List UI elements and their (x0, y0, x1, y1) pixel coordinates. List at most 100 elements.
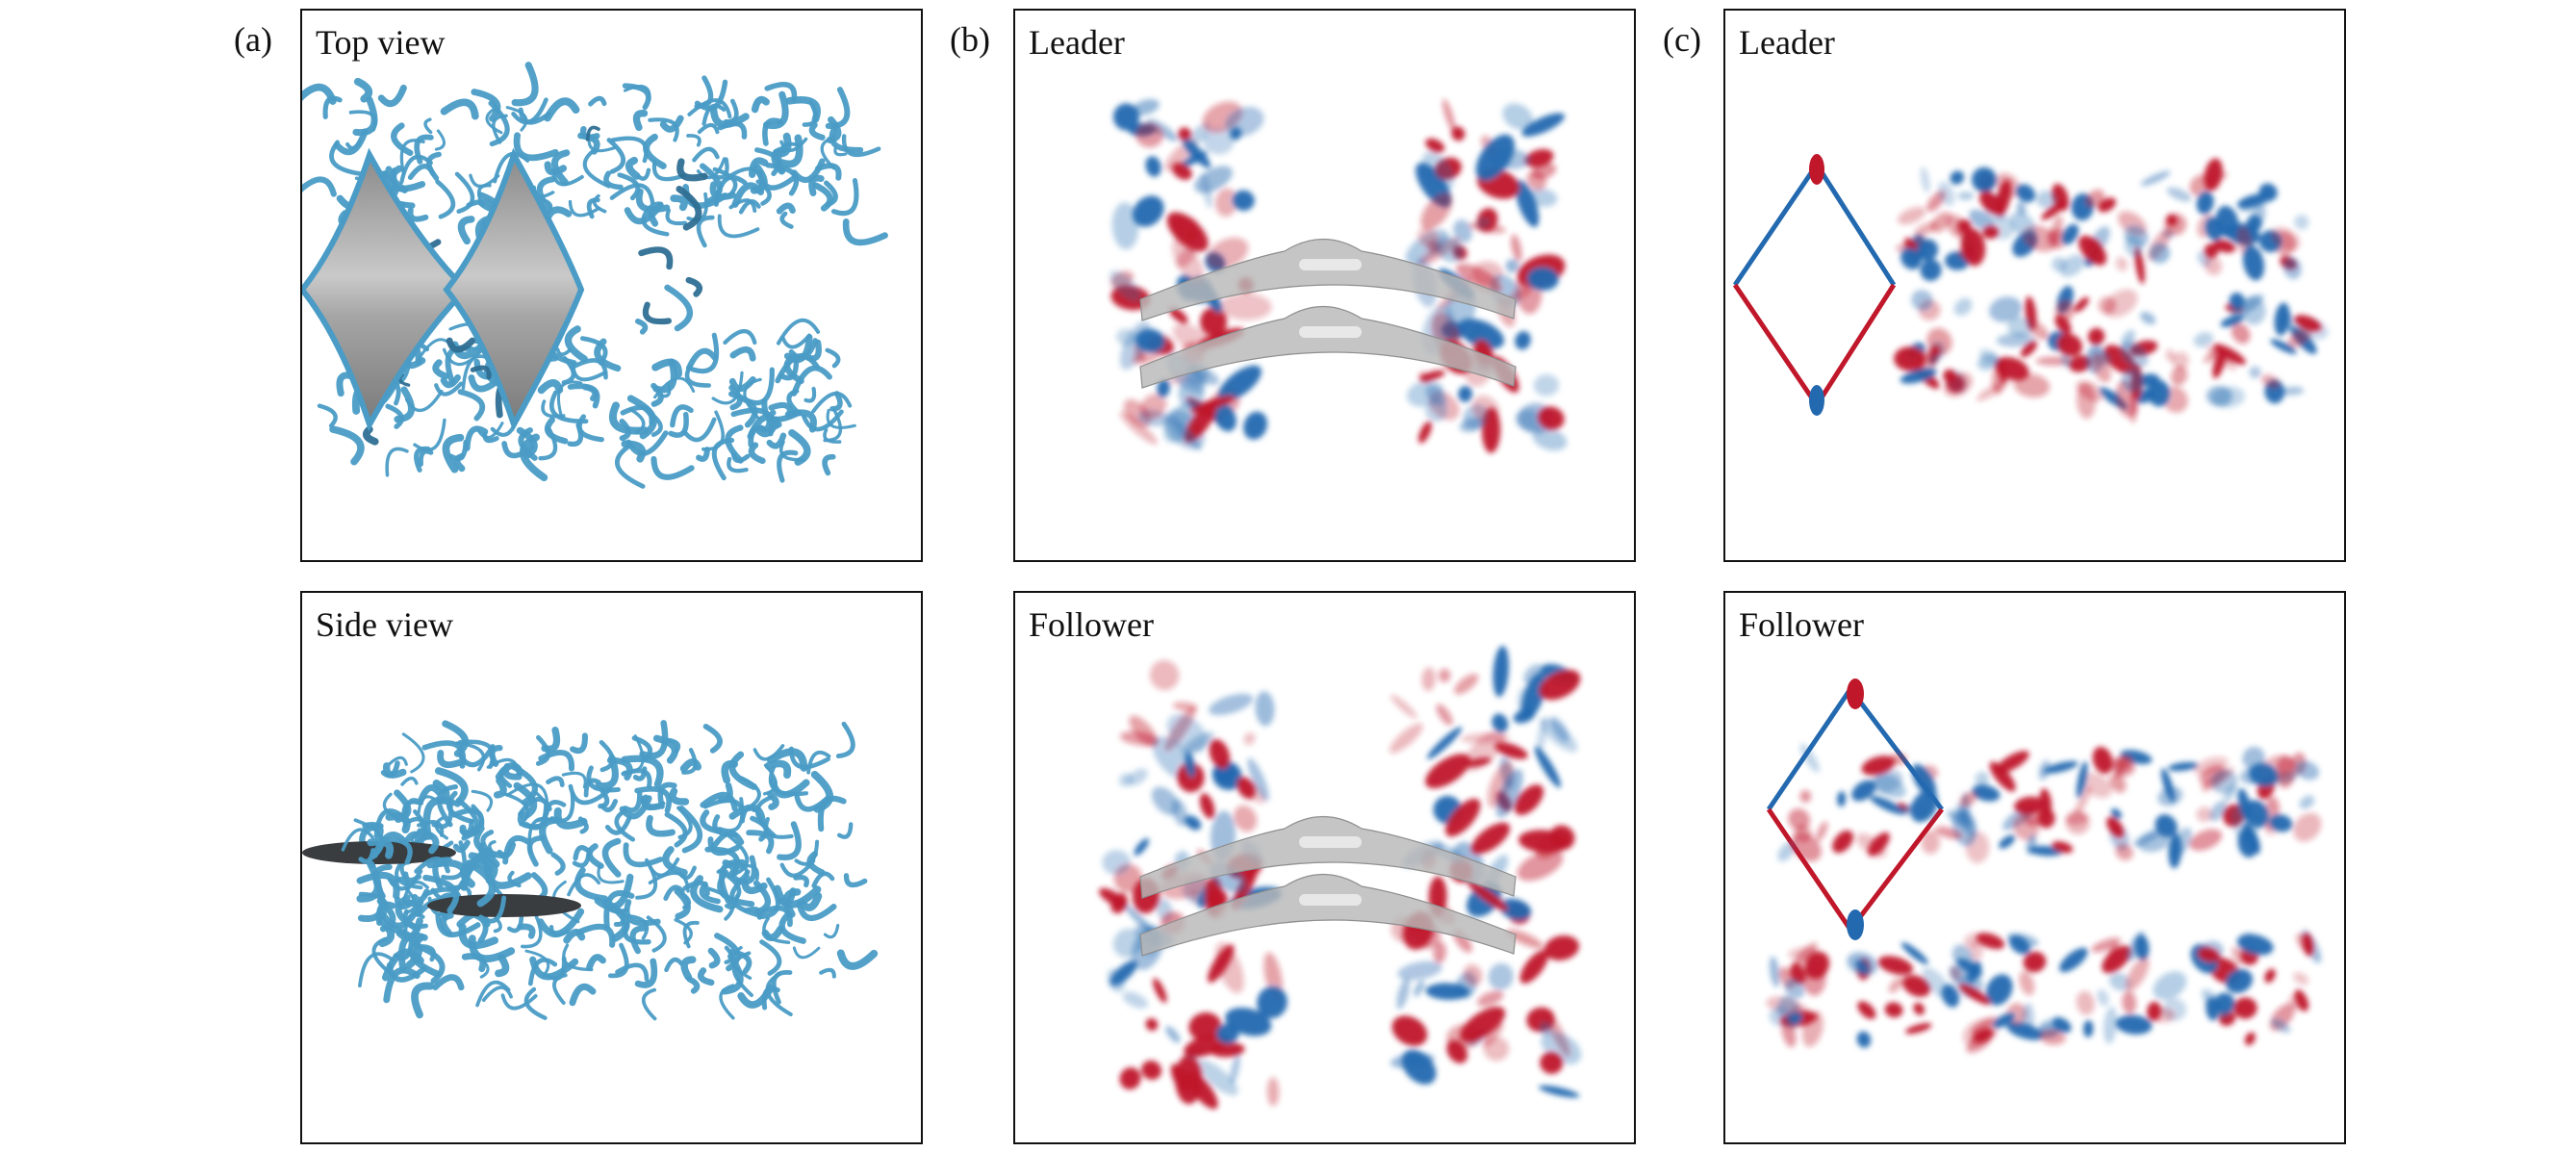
positive-vortex (2108, 943, 2120, 961)
vortex-tube (455, 741, 486, 772)
vortex-tube (752, 744, 785, 761)
vortex-tube (544, 161, 568, 176)
positive-vortex (1930, 212, 1952, 233)
positive-vortex (1425, 138, 1445, 153)
vortex-tube (394, 386, 416, 423)
negative-vortex (1521, 113, 1565, 137)
vortex-tube (527, 816, 557, 855)
negative-vortex (1122, 991, 1149, 1009)
positive-vortex (1905, 1023, 1932, 1035)
negative-vortex (1187, 122, 1211, 146)
negative-vortex (1185, 815, 1202, 831)
vortex-tube (527, 958, 558, 986)
vortex-tube (730, 451, 751, 464)
negative-vortex (1425, 399, 1448, 422)
vortex-tube (717, 214, 760, 239)
negative-vortex (2124, 235, 2144, 258)
negative-vortex (1900, 803, 1919, 816)
positive-vortex (1971, 1016, 1999, 1035)
vortex-tube (806, 851, 826, 876)
negative-vortex (1151, 786, 1180, 816)
vortex-tube (513, 781, 538, 821)
vortex-tube (407, 164, 436, 181)
vortex-tube (680, 956, 697, 981)
positive-vortex (2264, 968, 2276, 984)
positive-vortex (1214, 188, 1238, 217)
vortex-tube (725, 424, 744, 464)
vortex-tube (733, 863, 760, 882)
negative-vortex (1920, 166, 1930, 193)
vortex-tube (418, 448, 434, 467)
vortex-tube (431, 801, 453, 830)
negative-vortex (1527, 188, 1558, 207)
vortex-tube (603, 170, 624, 191)
vortex-tube (322, 95, 343, 119)
vortex-tube (621, 755, 664, 788)
positive-vortex (2052, 841, 2074, 854)
positive-vortex (1482, 1022, 1504, 1047)
vorticity-field (1099, 659, 1288, 1110)
vortex-tube (543, 97, 580, 122)
negative-vortex (1999, 834, 2015, 849)
vortex-tube (348, 110, 377, 132)
vortex-tube (568, 199, 600, 218)
positive-vortex (2126, 957, 2150, 991)
negative-vortex (2157, 786, 2183, 806)
tip-vortex (1847, 909, 1864, 940)
positive-vortex (2293, 812, 2322, 842)
positive-vortex (2069, 355, 2092, 372)
negative-vortex (1967, 960, 1982, 983)
vortex-tube (363, 425, 379, 446)
negative-vortex (1145, 156, 1161, 177)
vortex-tube (524, 949, 550, 978)
positive-vortex (2074, 296, 2089, 313)
vortex-tube (615, 444, 646, 489)
vortex-tube (561, 771, 587, 789)
vortex-tube (474, 847, 497, 861)
negative-vortex (1194, 166, 1233, 193)
vortex-tube (549, 390, 589, 424)
positive-vortex (1417, 228, 1441, 249)
negative-vortex (1219, 768, 1242, 790)
vortex-tube (594, 873, 634, 910)
negative-vortex (2026, 834, 2037, 855)
vortex-tube (615, 962, 650, 983)
negative-vortex (1135, 328, 1165, 353)
negative-vortex (1917, 239, 1939, 262)
vortex-tube (686, 976, 701, 994)
vortex-tube (586, 843, 604, 869)
positive-vortex (2231, 322, 2251, 345)
negative-vortex (1458, 386, 1473, 402)
vortex-tube (664, 737, 681, 755)
vortex-tube (341, 828, 374, 852)
positive-vortex (2122, 990, 2137, 1014)
negative-vortex (2104, 390, 2121, 403)
negative-vortex (1257, 986, 1288, 1019)
negative-vortex (1532, 427, 1568, 451)
vortex-tube (635, 858, 658, 900)
positive-vortex (1436, 704, 1453, 726)
positive-vortex (1943, 372, 1973, 397)
vortex-tube (700, 791, 738, 812)
positive-vortex (1233, 805, 1258, 832)
vortex-tube (727, 456, 749, 474)
vortex-tube (520, 910, 543, 949)
positive-vortex (1799, 790, 1812, 803)
vortex-tube (779, 137, 808, 152)
vortex-tube (586, 197, 600, 219)
vortex-tube (394, 896, 416, 910)
negative-vortex (2243, 800, 2269, 829)
vortex-tube (841, 134, 881, 158)
vortex-tube (686, 192, 708, 222)
vortex-tube (594, 338, 622, 372)
vortex-tube (383, 762, 407, 779)
positive-vortex (1884, 1002, 1903, 1018)
vortex-tube (664, 811, 688, 848)
negative-vortex (1185, 752, 1195, 778)
positive-vortex (2294, 989, 2308, 1011)
vortex-tube (391, 122, 414, 157)
vortex-tube (664, 957, 684, 973)
positive-vortex (1421, 667, 1436, 691)
isosurface-side-view-image (302, 720, 879, 1021)
vortex-tube (766, 432, 787, 449)
